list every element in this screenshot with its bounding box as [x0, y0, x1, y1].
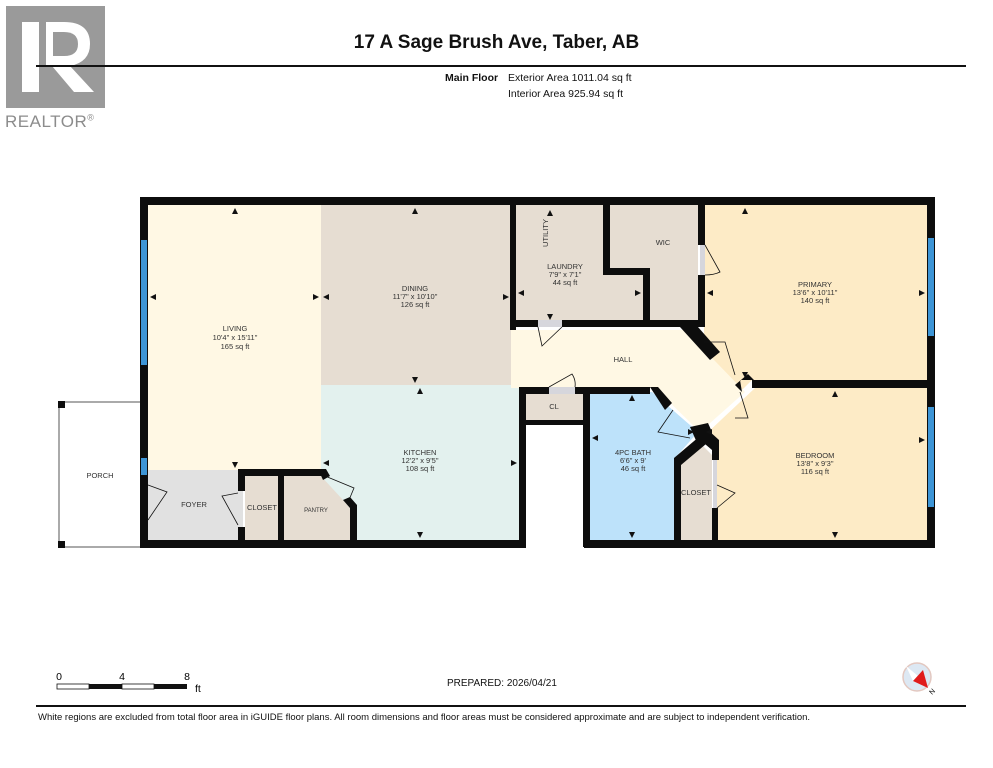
walls — [140, 197, 935, 548]
window-living — [141, 240, 147, 365]
label-living-dims: 10'4" x 15'11" — [213, 333, 258, 342]
room-closet-foyer — [245, 475, 279, 540]
realtor-logo-text: REALTOR® — [5, 112, 95, 131]
compass-north-label: N — [928, 688, 937, 697]
room-wic — [610, 205, 698, 325]
label-bath-area: 46 sq ft — [621, 464, 647, 473]
label-kitchen-area: 108 sq ft — [406, 464, 436, 473]
window-bedroom — [928, 407, 934, 507]
scale-tick-8: 8 — [184, 671, 190, 683]
realtor-r-icon — [22, 22, 94, 92]
label-bedroom-area: 116 sq ft — [801, 467, 830, 476]
doors — [147, 244, 749, 526]
label-pantry: PANTRY — [304, 508, 328, 514]
label-bedroom-dims: 13'8" x 9'3" — [797, 459, 834, 468]
page-title: 17 A Sage Brush Ave, Taber, AB — [353, 32, 640, 53]
room-labels: LIVING 10'4" x 15'11" 165 sq ft DINING 1… — [86, 219, 837, 514]
label-dining-name: DINING — [402, 284, 428, 293]
scale-unit: ft — [195, 683, 201, 695]
label-living-name: LIVING — [223, 324, 248, 333]
compass-icon: N — [902, 662, 937, 697]
room-cl — [526, 392, 583, 422]
label-primary-dims: 13'6" x 10'11" — [793, 288, 838, 297]
room-bedroom — [705, 388, 930, 540]
room-bath — [590, 392, 698, 540]
label-laundry-name: LAUNDRY — [547, 262, 583, 271]
label-porch: PORCH — [86, 471, 113, 480]
label-primary-name: PRIMARY — [798, 280, 832, 289]
window-primary — [928, 238, 934, 336]
label-kitchen-dims: 12'2" x 9'5" — [402, 456, 439, 465]
label-foyer: FOYER — [181, 500, 207, 509]
label-bath-dims: 6'6" x 9' — [620, 456, 647, 465]
label-laundry-area: 44 sq ft — [553, 278, 579, 287]
label-primary-area: 140 sq ft — [801, 296, 831, 305]
label-closet-foyer: CLOSET — [247, 503, 277, 512]
room-dining — [321, 205, 511, 385]
room-closet-bed — [681, 445, 712, 540]
window-foyer — [141, 458, 147, 475]
label-kitchen-name: KITCHEN — [404, 448, 437, 457]
room-living — [148, 205, 321, 470]
dimension-arrows — [150, 208, 925, 538]
scale-tick-4: 4 — [119, 671, 125, 683]
label-laundry-dims: 7'9" x 7'1" — [549, 270, 582, 279]
label-cl: CL — [549, 402, 559, 411]
label-wic: WIC — [656, 238, 671, 247]
porch-post-top — [58, 401, 65, 408]
footer-divider — [36, 705, 966, 707]
label-closet-bed: CLOSET — [681, 488, 711, 497]
room-laundry — [516, 205, 645, 325]
label-living-area: 165 sq ft — [221, 342, 251, 351]
room-hall — [511, 330, 745, 432]
title-divider — [36, 65, 966, 67]
scale-bar: 0 4 8 ft — [56, 671, 201, 695]
label-hall: HALL — [614, 355, 633, 364]
windows — [141, 238, 934, 507]
label-bedroom-name: BEDROOM — [796, 451, 835, 460]
room-pantry — [284, 475, 350, 540]
realtor-logo-mark — [6, 6, 105, 108]
label-bath-name: 4PC BATH — [615, 448, 651, 457]
prepared-date: PREPARED: 2026/04/21 — [447, 678, 557, 689]
interior-area: Interior Area 925.94 sq ft — [508, 88, 623, 100]
room-porch — [58, 401, 143, 548]
room-primary — [704, 205, 930, 392]
porch-post-bottom — [58, 541, 65, 548]
disclaimer-text: White regions are excluded from total fl… — [38, 712, 811, 723]
label-dining-dims: 11'7" x 10'10" — [393, 292, 438, 301]
exterior-area: Exterior Area 1011.04 sq ft — [508, 72, 632, 84]
floor-name: Main Floor — [445, 72, 499, 84]
label-utility: UTILITY — [541, 219, 550, 247]
label-dining-area: 126 sq ft — [401, 300, 431, 309]
scale-tick-0: 0 — [56, 671, 62, 683]
